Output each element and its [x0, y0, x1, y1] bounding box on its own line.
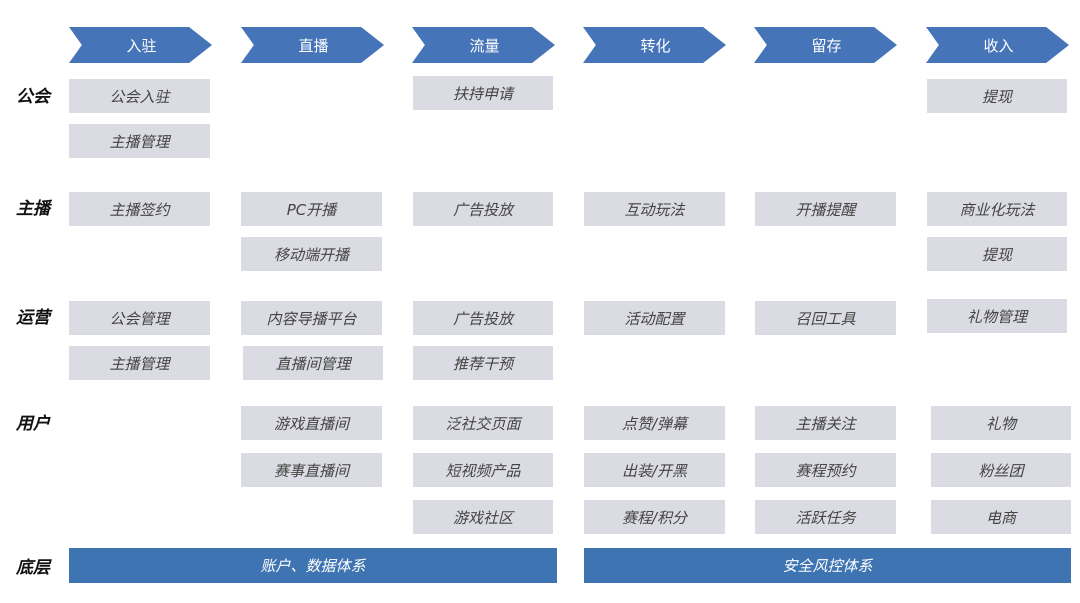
cell-user-event-room: 赛事直播间 — [241, 453, 382, 487]
cell-guild-withdraw: 提现 — [927, 79, 1067, 113]
cell-anchor-live-reminder: 开播提醒 — [755, 192, 896, 226]
stage-arrow-revenue: 收入 — [926, 27, 1069, 63]
cell-user-ecommerce: 电商 — [931, 500, 1071, 534]
cell-user-gift: 礼物 — [931, 406, 1071, 440]
cell-user-social-page: 泛社交页面 — [413, 406, 553, 440]
cell-guild-settle-in: 公会入驻 — [69, 79, 210, 113]
cell-anchor-pc-live: PC开播 — [241, 192, 382, 226]
cell-ops-recall-tool: 召回工具 — [755, 301, 896, 335]
stage-arrow-settle-in: 入驻 — [69, 27, 212, 63]
cell-guild-anchor-manage: 主播管理 — [69, 124, 210, 158]
cell-user-schedule-points: 赛程/积分 — [584, 500, 725, 534]
cell-anchor-sign: 主播签约 — [69, 192, 210, 226]
cell-anchor-commercial: 商业化玩法 — [927, 192, 1067, 226]
row-label-ops: 运营 — [16, 308, 50, 328]
cell-user-game-room: 游戏直播间 — [241, 406, 382, 440]
cell-ops-room-manage: 直播间管理 — [243, 346, 383, 380]
cell-anchor-interactive: 互动玩法 — [584, 192, 725, 226]
base-bar-account-data: 账户、数据体系 — [69, 548, 557, 583]
cell-ops-anchor-manage: 主播管理 — [69, 346, 210, 380]
cell-ops-content-platform: 内容导播平台 — [241, 301, 382, 335]
stage-arrow-retention: 留存 — [754, 27, 897, 63]
cell-user-fan-club: 粉丝团 — [931, 453, 1071, 487]
cell-user-follow-anchor: 主播关注 — [755, 406, 896, 440]
cell-ops-activity-config: 活动配置 — [584, 301, 725, 335]
cell-user-active-task: 活跃任务 — [755, 500, 896, 534]
stage-arrow-live: 直播 — [241, 27, 384, 63]
cell-anchor-withdraw: 提现 — [927, 237, 1067, 271]
cell-ops-gift-manage: 礼物管理 — [927, 299, 1067, 333]
cell-ops-guild-manage: 公会管理 — [69, 301, 210, 335]
cell-ops-ad: 广告投放 — [413, 301, 553, 335]
cell-user-schedule-booking: 赛程预约 — [755, 453, 896, 487]
cell-user-build-team: 出装/开黑 — [584, 453, 725, 487]
row-label-base: 底层 — [16, 558, 50, 578]
cell-ops-recommend: 推荐干预 — [413, 346, 553, 380]
row-label-user: 用户 — [16, 414, 50, 434]
cell-anchor-mobile-live: 移动端开播 — [241, 237, 382, 271]
row-label-guild: 公会 — [16, 87, 50, 107]
stage-arrow-traffic: 流量 — [412, 27, 555, 63]
cell-user-like-danmaku: 点赞/弹幕 — [584, 406, 725, 440]
cell-user-game-community: 游戏社区 — [413, 500, 553, 534]
row-label-anchor: 主播 — [16, 199, 50, 219]
cell-user-short-video: 短视频产品 — [413, 453, 553, 487]
cell-anchor-ad: 广告投放 — [413, 192, 553, 226]
stage-arrow-conversion: 转化 — [583, 27, 726, 63]
base-bar-security-risk: 安全风控体系 — [584, 548, 1071, 583]
cell-guild-support-apply: 扶持申请 — [413, 76, 553, 110]
